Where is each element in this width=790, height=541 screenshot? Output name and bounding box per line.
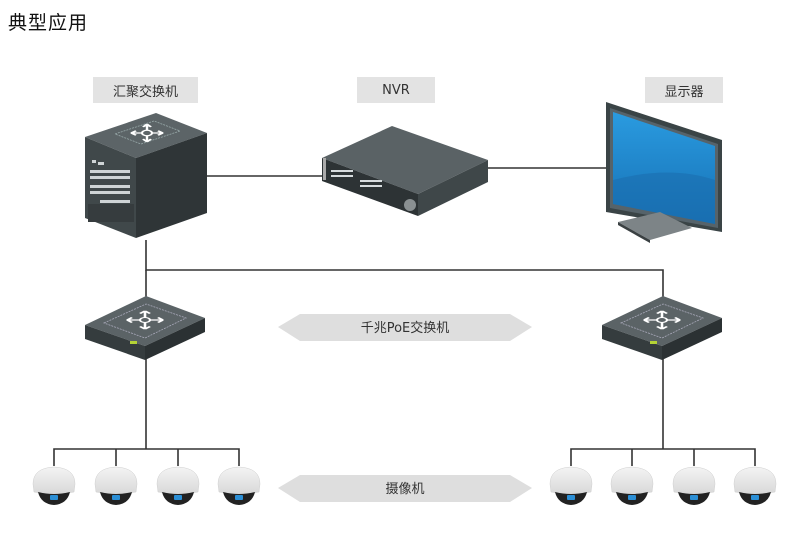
poe-switch-band-label: 千兆PoE交换机 bbox=[361, 320, 450, 336]
camera-bus-right bbox=[570, 448, 756, 466]
nvr-label: NVR bbox=[357, 77, 435, 103]
camera-icon[interactable] bbox=[610, 466, 654, 506]
camera-icon[interactable] bbox=[156, 466, 200, 506]
camera-bus-left bbox=[53, 448, 240, 466]
camera-icon[interactable] bbox=[94, 466, 138, 506]
aggregation-switch-icon[interactable] bbox=[85, 113, 207, 238]
aggregation-switch-label: 汇聚交换机 bbox=[93, 77, 198, 103]
link-core-poe bbox=[145, 240, 664, 300]
camera-icon[interactable] bbox=[32, 466, 76, 506]
camera-band-label: 摄像机 bbox=[385, 482, 424, 497]
poe-switch-left-icon[interactable] bbox=[85, 296, 205, 360]
nvr-icon[interactable] bbox=[322, 126, 488, 216]
page-title: 典型应用 bbox=[8, 12, 89, 34]
monitor-icon[interactable] bbox=[606, 102, 722, 243]
camera-band: 摄像机 bbox=[278, 475, 532, 502]
camera-icon[interactable] bbox=[672, 466, 716, 506]
poe-switch-right-icon[interactable] bbox=[602, 296, 722, 360]
camera-icon[interactable] bbox=[549, 466, 593, 506]
poe-switch-band: 千兆PoE交换机 bbox=[278, 314, 532, 341]
monitor-label: 显示器 bbox=[645, 77, 723, 103]
camera-icon[interactable] bbox=[217, 466, 261, 506]
camera-icon[interactable] bbox=[733, 466, 777, 506]
